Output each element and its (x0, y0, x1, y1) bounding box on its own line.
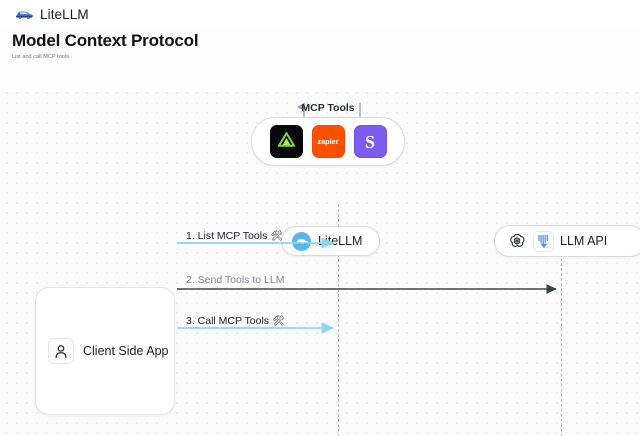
anthropic-icon (533, 230, 554, 252)
page-subtitle: List and call MCP tools (12, 54, 69, 60)
message-label-3: 3. Call MCP Tools 🛠 (186, 315, 285, 327)
lifeline-litellm (338, 204, 339, 436)
arrow-message-3 (177, 322, 335, 334)
tool-tile-stripe[interactable]: S (353, 125, 387, 158)
mcp-tools-group[interactable]: zapier S (251, 117, 405, 166)
openai-icon (506, 230, 527, 252)
tool-tile-linear[interactable] (269, 125, 303, 158)
message-label-2: 2. Send Tools to LLM (186, 274, 285, 286)
tool-tile-zapier[interactable]: zapier (311, 125, 345, 158)
page-title: Model Context Protocol (12, 31, 199, 50)
person-icon (48, 338, 74, 364)
tools-emoji-3: 🛠 (271, 316, 285, 327)
linear-triangle-icon (277, 131, 296, 153)
node-llm-api-label: LLM API (560, 234, 608, 248)
node-litellm[interactable]: LiteLLM (281, 226, 380, 256)
arrow-message-1 (177, 237, 335, 249)
top-bar: LiteLLM (0, 0, 640, 28)
mcp-tools-caption: MCP Tools (301, 102, 355, 114)
arrow-message-2 (177, 284, 557, 294)
stripe-s-icon: S (364, 131, 375, 152)
lifeline-llm-api (561, 258, 562, 436)
diagram-canvas: MCP Tools zapier S (0, 66, 640, 436)
tools-emoji-1: 🛠 (270, 231, 283, 242)
node-client-side-app-label: Client Side App (83, 344, 169, 358)
node-client-side-app[interactable]: Client Side App (35, 287, 175, 415)
node-llm-api[interactable]: LLM API (494, 225, 640, 257)
zapier-wordmark-label: zapier (317, 137, 339, 146)
litellm-car-logo-icon (14, 7, 34, 21)
message-label-1: 1. List MCP Tools 🛠 (186, 230, 283, 242)
brand-name: LiteLLM (40, 6, 89, 22)
